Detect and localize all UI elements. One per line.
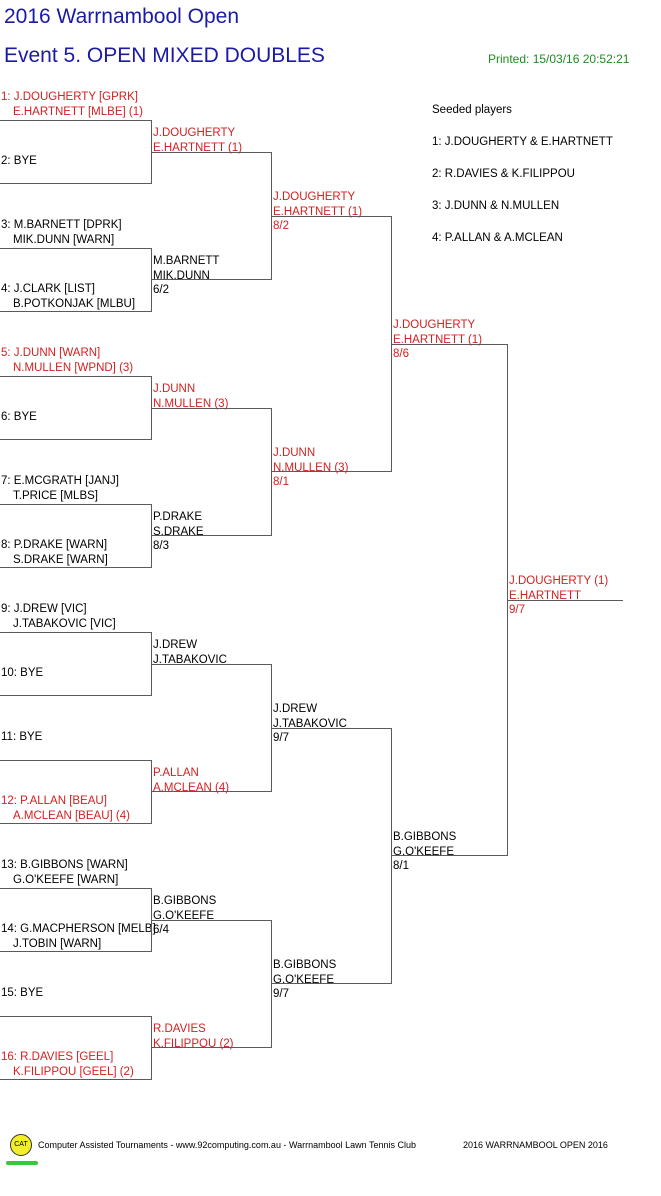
bracket-connector [0,120,152,184]
bracket-connector [0,760,152,824]
bracket-connector [152,664,272,792]
entry-line1: 9: J.DREW [VIC] [1,603,87,615]
entry-line1: 2: BYE [1,155,37,167]
match-score: 9/7 [273,732,289,744]
entry-line2: K.FILIPPOU [GEEL] (2) [13,1066,134,1078]
match-score: 6/2 [153,284,169,296]
entry-line1: J.DOUGHERTY [273,191,356,203]
entry-line2: N.MULLEN [WPND] (3) [13,362,134,374]
entry-line1: 5: J.DUNN [WARN] [1,347,101,359]
entry-line1: B.GIBBONS [273,959,337,971]
bracket-connector [152,152,272,280]
entry-line2: J.TABAKOVIC [273,718,347,730]
entry-line1: 4: J.CLARK [LIST] [1,283,95,295]
bracket-connector [152,920,272,1048]
entry-line1: 12: P.ALLAN [BEAU] [1,795,107,807]
match-score: 8/2 [273,220,289,232]
entry-line1: 6: BYE [1,411,37,423]
event-title: Event 5. OPEN MIXED DOUBLES [4,44,325,67]
entry-line1: P.DRAKE [153,511,203,523]
entry-line1: J.DUNN [153,383,196,395]
bracket-connector [0,248,152,312]
entry-line1: J.DOUGHERTY [153,127,236,139]
entry-line1: 8: P.DRAKE [WARN] [1,539,108,551]
seeded-players-title: Seeded players [432,104,512,116]
entry-line2: E.HARTNETT [MLBE] (1) [13,106,143,118]
winner-line1: J.DOUGHERTY (1) [509,575,609,587]
entry-line1: M.BARNETT [153,255,220,267]
entry-line1: 3: M.BARNETT [DPRK] [1,219,122,231]
entry-line1: 1: J.DOUGHERTY [GPRK] [1,91,138,103]
footer-credit: Computer Assisted Tournaments - www.92co… [38,1140,417,1150]
entry-line1: R.DAVIES [153,1023,206,1035]
winner-line [508,600,623,601]
seeded-item: 2: R.DAVIES & K.FILIPPOU [432,168,575,180]
seeded-item: 3: J.DUNN & N.MULLEN [432,200,560,212]
bracket-connector [392,344,508,856]
entry-line1: 10: BYE [1,667,44,679]
entry-line1: J.DOUGHERTY [393,319,476,331]
bracket-connector [0,376,152,440]
entry-line2: S.DRAKE [WARN] [13,554,108,566]
entry-line1: P.ALLAN [153,767,199,779]
bracket-connector [272,216,392,472]
entry-line2: E.HARTNETT (1) [153,142,243,154]
match-score: 9/7 [273,988,289,1000]
entry-line1: B.GIBBONS [393,831,457,843]
logo-underline [6,1161,38,1165]
entry-line1: J.DUNN [273,447,316,459]
entry-line2: J.TABAKOVIC [153,654,227,666]
entry-line1: 11: BYE [1,731,43,743]
cat-logo: CAT [10,1134,32,1156]
printed-timestamp: Printed: 15/03/16 20:52:21 [488,52,630,66]
tournament-title: 2016 Warrnambool Open [4,5,240,28]
entry-line2: J.TOBIN [WARN] [13,938,102,950]
entry-line1: 13: B.GIBBONS [WARN] [1,859,128,871]
logo-text: CAT [14,1141,28,1148]
bracket-connector [0,504,152,568]
entry-line2: B.POTKONJAK [MLBU] [13,298,136,310]
seeded-item: 4: P.ALLAN & A.MCLEAN [432,232,563,244]
entry-line1: J.DREW [273,703,318,715]
entry-line1: 7: E.MCGRATH [JANJ] [1,475,119,487]
bracket-connector [272,728,392,984]
entry-line2: E.HARTNETT (1) [393,334,483,346]
match-score: 8/1 [393,860,409,872]
bracket-connector [0,632,152,696]
footer-event-name: 2016 WARRNAMBOOL OPEN 2016 [463,1140,608,1150]
entry-line1: 16: R.DAVIES [GEEL] [1,1051,114,1063]
bracket-connector [0,888,152,952]
entry-line1: B.GIBBONS [153,895,217,907]
entry-line1: 15: BYE [1,987,44,999]
entry-line2: A.MCLEAN [BEAU] (4) [13,810,130,822]
match-score: 8/6 [393,348,409,360]
match-score: 8/1 [273,476,289,488]
entry-line2: N.MULLEN (3) [153,398,229,410]
match-score: 8/3 [153,540,169,552]
final-score: 9/7 [509,604,525,616]
winner-line2: E.HARTNETT [509,590,581,602]
entry-line2: J.TABAKOVIC [VIC] [13,618,116,630]
match-score: 6/4 [153,924,169,936]
entry-line2: G.O'KEEFE [WARN] [13,874,119,886]
bracket-connector [0,1016,152,1080]
entry-line1: 14: G.MACPHERSON [MELB] [1,923,156,935]
entry-line2: T.PRICE [MLBS] [13,490,98,502]
entry-line2: E.HARTNETT (1) [273,206,363,218]
entry-line1: J.DREW [153,639,198,651]
bracket-connector [152,408,272,536]
seeded-item: 1: J.DOUGHERTY & E.HARTNETT [432,136,613,148]
entry-line2: G.O'KEEFE [153,910,214,922]
entry-line2: MIK.DUNN [WARN] [13,234,115,246]
